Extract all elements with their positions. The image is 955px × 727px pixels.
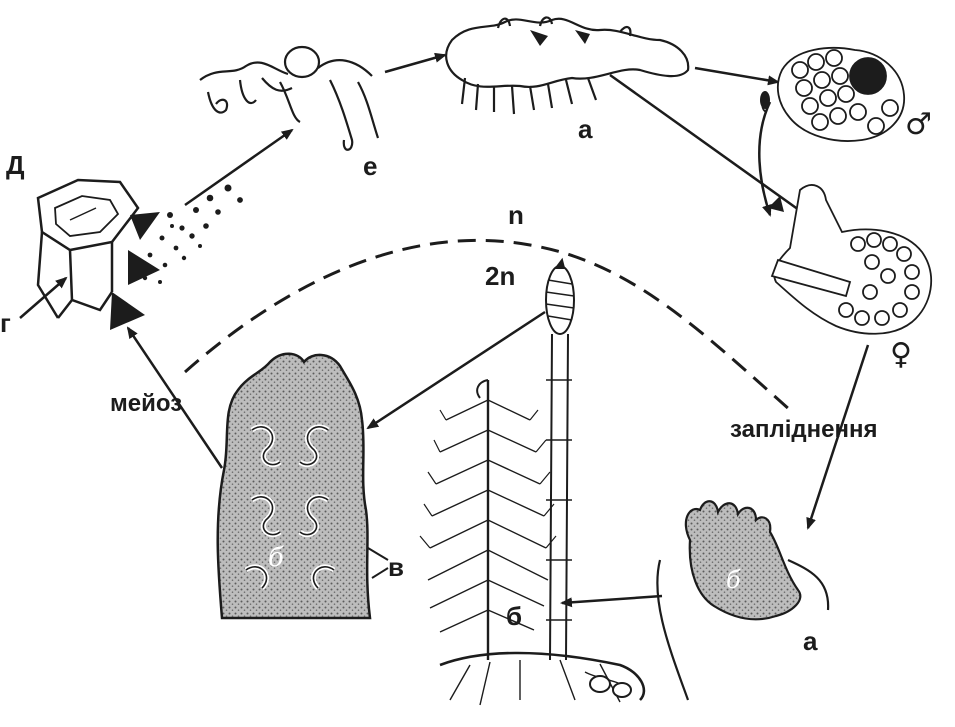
young-sporophyte-illustration [656,500,830,701]
sperm-cell [760,91,770,109]
arrow-strobilus-to-sporangiophore [366,310,546,430]
female-symbol-icon: ♀ [890,337,912,372]
archegonia-illustration [768,184,933,335]
label-d-sporangiophore: Д [6,150,25,180]
label-haploid-n: n [508,200,524,230]
arrow-sporangium-stalk [19,276,68,319]
label-a-prothallus: а [578,114,593,144]
ploidy-boundary-dashed-line [184,238,791,412]
label-fertilization: запліднення [730,416,878,443]
label-g-stalk: г [0,308,11,338]
germinating-spores-with-elaters [199,45,380,151]
label-b-on-strobilus: б [268,543,284,573]
label-e-germinating-spores: е [363,151,378,181]
arrow-spores-to-germinating-spores [184,128,294,207]
prothallus-illustration [445,16,690,115]
sporangiophore-illustration [36,178,160,330]
arrow-meiosis-to-sporangium [126,326,224,469]
antheridia-illustration [761,47,905,142]
strobilus-section-illustration [216,352,389,620]
label-diploid-2n: 2n [485,261,516,291]
arrow-prothallus-to-archegonia [609,73,822,227]
adult-sporophyte-illustration [419,257,646,706]
label-b-sporophyte: б [506,601,523,631]
spore-cloud [142,184,243,284]
label-meiosis: мейоз [110,390,183,417]
label-b-on-young-sporophyte: б [726,566,741,594]
label-v-sporangia: в [388,552,404,582]
male-symbol-icon: ♂ [905,107,932,142]
arrow-fertilization-to-young-sporophyte [806,344,870,530]
arrow-sperm-to-archegonium [758,101,772,217]
arrow-germinating-to-prothallus [384,52,447,74]
arrow-young-to-adult-sporophyte [560,594,663,608]
label-a-young-sporophyte: а [803,626,818,656]
arrow-prothallus-to-antheridia [694,66,780,86]
